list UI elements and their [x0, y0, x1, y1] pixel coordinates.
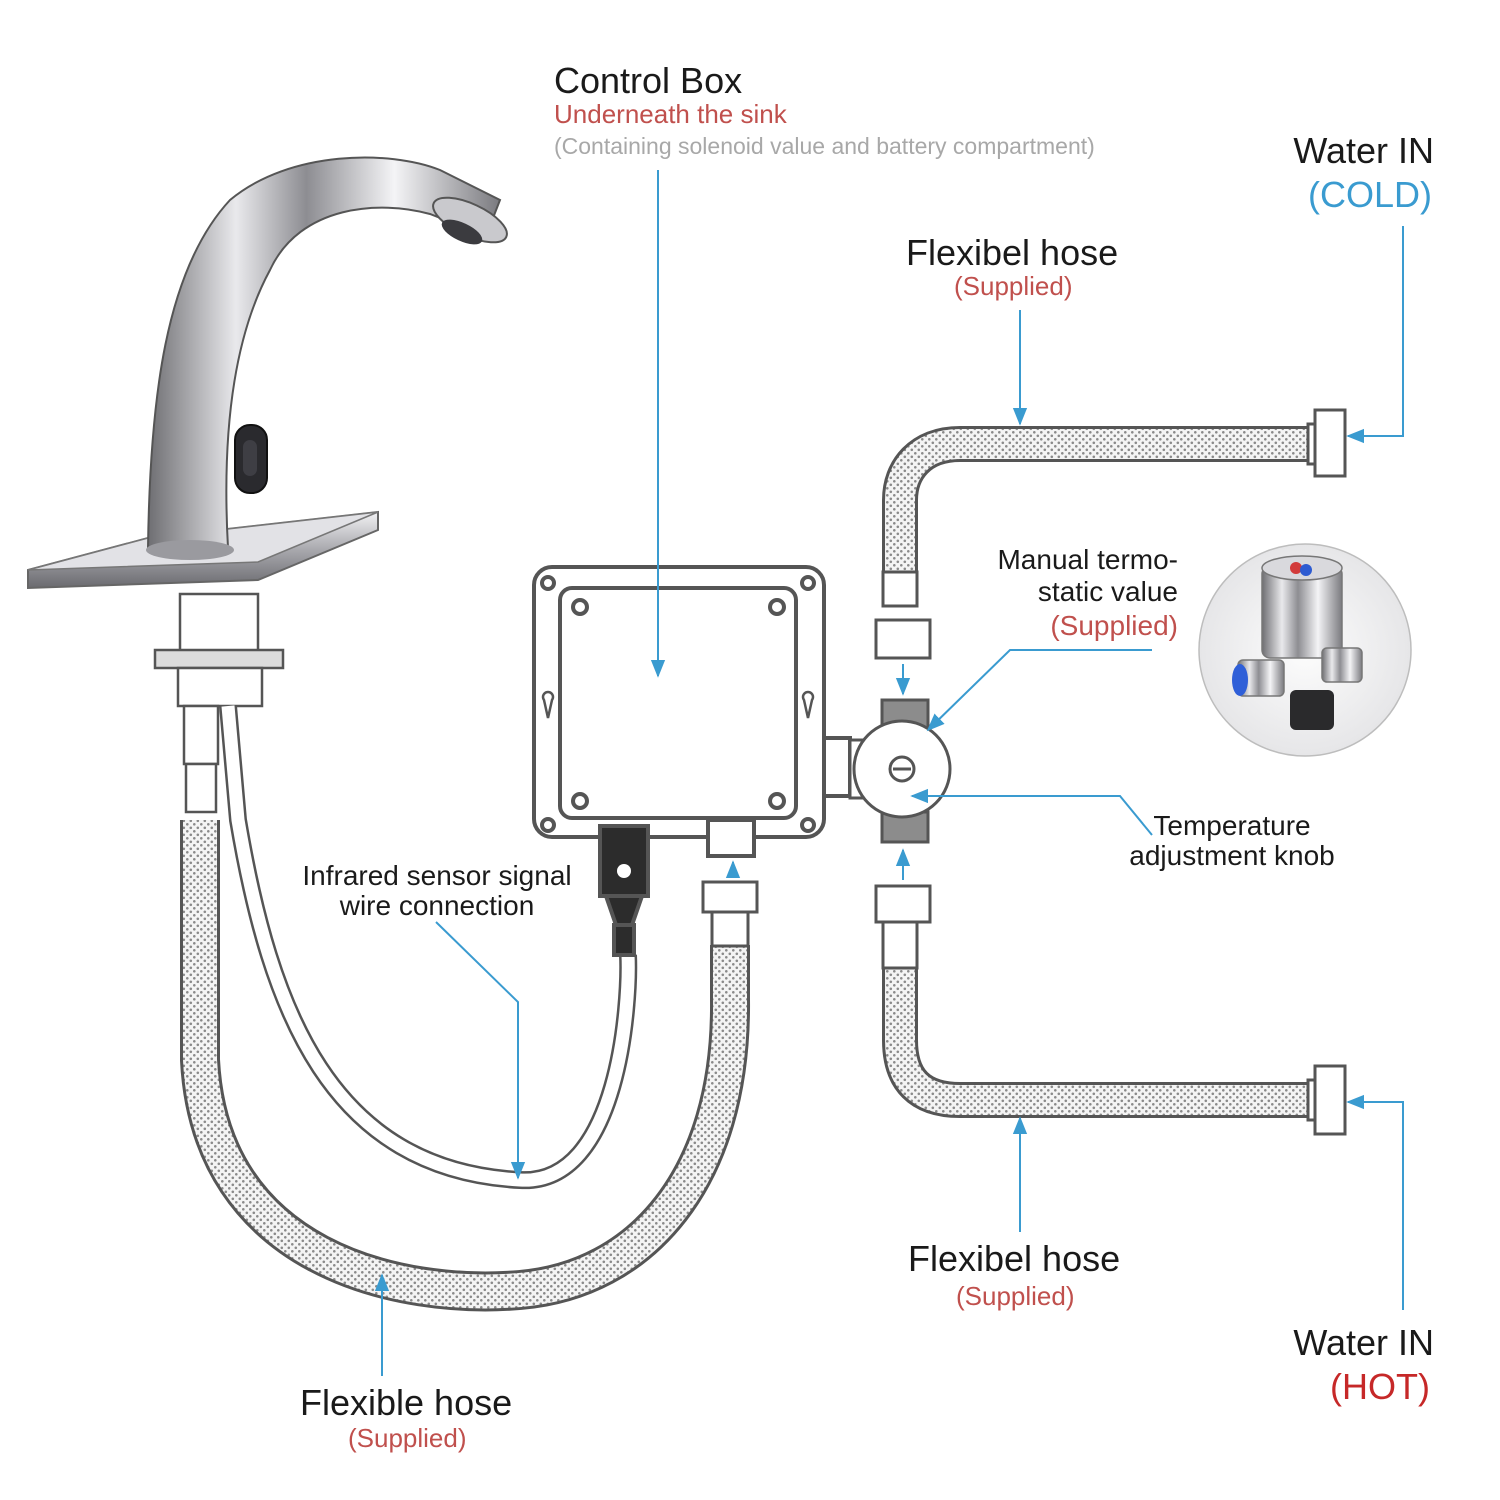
sensor-wire-line2: wire connection	[339, 890, 535, 921]
valve-photo	[1198, 543, 1412, 757]
faucet	[27, 156, 508, 590]
hose-bottom-right-title: Flexibel hose	[908, 1238, 1121, 1279]
flexible-hose-bottom	[882, 968, 1315, 1118]
hose-top-title: Flexibel hose	[906, 232, 1119, 273]
callout-lines	[374, 170, 1404, 1376]
sensor-wire-line1: Infrared sensor signal	[302, 860, 572, 891]
outlet-fitting	[701, 880, 759, 948]
water-in-hot-label: (HOT)	[1330, 1366, 1430, 1407]
temp-knob-line1: Temperature	[1153, 810, 1311, 841]
water-in-hot-title: Water IN	[1293, 1322, 1434, 1363]
thermo-valve-supplied: (Supplied)	[1050, 610, 1178, 641]
hose-top-supplied: (Supplied)	[954, 271, 1073, 301]
flexible-hose-left	[180, 820, 751, 1312]
hose-fittings	[874, 408, 1347, 1136]
thermo-valve-line2: static value	[1037, 576, 1178, 607]
thermostatic-valve	[848, 698, 952, 844]
hose-left-supplied: (Supplied)	[348, 1423, 467, 1453]
water-in-cold-title: Water IN	[1293, 130, 1434, 171]
temp-knob-line2: adjustment knob	[1129, 840, 1335, 871]
hose-left-title: Flexible hose	[300, 1382, 513, 1423]
water-in-cold-label: (COLD)	[1308, 174, 1432, 215]
control-box-title: Control Box	[554, 60, 743, 101]
sensor-wire	[219, 705, 638, 1190]
faucet-shank	[153, 592, 285, 814]
control-box-subtitle: Underneath the sink	[554, 99, 787, 129]
flexible-hose-top	[882, 426, 1315, 572]
control-box	[532, 565, 852, 957]
thermo-valve-line1: Manual termo-	[997, 544, 1178, 575]
control-box-note: (Containing solenoid value and battery c…	[554, 133, 1095, 159]
hose-bottom-right-supplied: (Supplied)	[956, 1281, 1075, 1311]
